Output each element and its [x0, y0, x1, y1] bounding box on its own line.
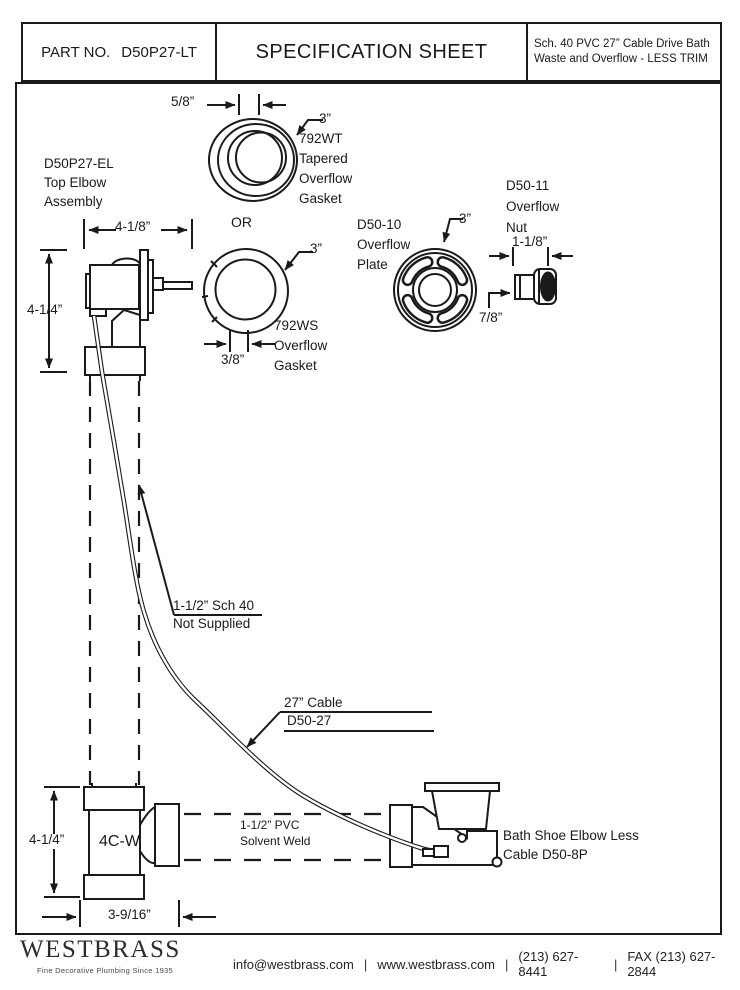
top-elbow-label: D50P27-EL Top Elbow Assembly — [44, 156, 114, 209]
product-description-line1: Sch. 40 PVC 27” Cable Drive Bath — [534, 38, 710, 50]
header-table: PART NO. D50P27-LT SPECIFICATION SHEET S… — [21, 22, 722, 82]
top-elbow-assembly-drawing — [40, 219, 193, 381]
sheet-title-cell: SPECIFICATION SHEET — [217, 24, 526, 80]
westbrass-logo: WESTBRASS — [20, 936, 181, 963]
cable-part-label: D50-27 — [287, 713, 332, 728]
pvc-pipe-dashed-lines — [184, 812, 388, 862]
contact-separator: | — [363, 956, 368, 972]
dim-3-9-16-label: 3-9/16” — [108, 907, 151, 922]
tee-4cw-drawing — [42, 783, 216, 927]
or-label: OR — [231, 214, 252, 230]
part-number-value: D50P27-LT — [121, 43, 197, 61]
cable-label: 27” Cable — [284, 695, 343, 710]
contact-separator: | — [613, 956, 618, 972]
dim-1-1-8-label: 1-1/8” — [512, 234, 548, 249]
plate-size-label: 3” — [459, 211, 472, 226]
sheet-title: SPECIFICATION SHEET — [255, 40, 488, 63]
pvc-weld-label: 1-1/2” PVC Solvent Weld — [240, 818, 311, 848]
contact-fax: FAX (213) 627-2844 — [627, 949, 716, 979]
wt-size-label: 3” — [319, 111, 332, 126]
overflow-nut-label: D50-11 Overflow Nut — [506, 178, 560, 235]
contact-phone: (213) 627-8441 — [518, 949, 579, 979]
ws-gasket-label: 792WS Overflow Gasket — [274, 318, 328, 373]
overflow-gasket-792ws-drawing — [201, 248, 313, 352]
contact-bar: info@westbrass.com | www.westbrass.com |… — [233, 949, 740, 979]
part-number-cell: PART NO. D50P27-LT — [23, 24, 217, 80]
overflow-gasket-792wt-drawing — [207, 94, 323, 202]
contact-email: info@westbrass.com — [233, 956, 354, 972]
sch40-label: 1-1/2” Sch 40 — [173, 598, 255, 613]
cable-callout-lines — [246, 711, 434, 748]
spec-diagram — [40, 94, 573, 927]
tee-height-dimension — [44, 786, 80, 898]
drawing-area — [15, 82, 722, 935]
dim-7-8-label: 7/8” — [479, 310, 503, 325]
overflow-nut-drawing — [488, 247, 573, 308]
dim-4-1-8-label: 4-1/8” — [115, 219, 151, 234]
ws-size-label: 3” — [310, 241, 323, 256]
wt-gasket-label: 792WT Tapered Overflow Gasket — [299, 131, 353, 206]
contact-website: www.westbrass.com — [377, 956, 495, 972]
product-description-cell: Sch. 40 PVC 27” Cable Drive Bath Waste a… — [526, 24, 720, 80]
dim-4-1-4-bottom-label: 4-1/4” — [29, 832, 65, 847]
tee-label: 4C-W — [99, 833, 140, 850]
overflow-plate-drawing — [393, 218, 477, 332]
contact-separator: | — [505, 956, 509, 972]
brand-tagline: Fine Decorative Plumbing Since 1935 — [37, 966, 173, 975]
dim-3-8-label: 3/8” — [221, 352, 245, 367]
not-supplied-label: Not Supplied — [173, 616, 251, 631]
dim-5-8-label: 5/8” — [171, 94, 195, 109]
sch40-callout-lines — [137, 484, 262, 616]
product-description-line2: Waste and Overflow - LESS TRIM — [534, 53, 708, 65]
part-number-label: PART NO. — [41, 43, 111, 61]
overflow-plate-label: D50-10 Overflow Plate — [357, 217, 411, 272]
dim-4-1-4-top-label: 4-1/4” — [27, 302, 63, 317]
drain-cable-line — [91, 315, 449, 858]
shoe-label: Bath Shoe Elbow Less Cable D50-8P — [503, 828, 639, 862]
